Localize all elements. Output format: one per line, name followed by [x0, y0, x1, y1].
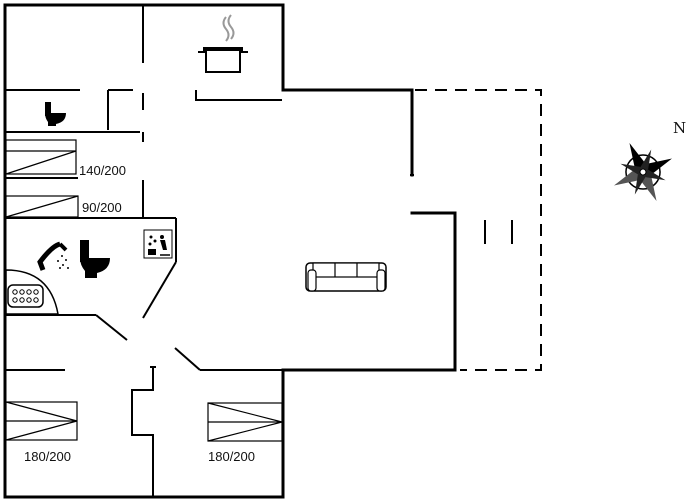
bed-180-right	[207, 402, 283, 442]
sofa-icon	[305, 262, 387, 292]
sauna-icon	[143, 229, 173, 259]
walls	[3, 3, 457, 499]
bed-140	[5, 139, 77, 175]
compass-north-label: N	[673, 119, 686, 137]
bed-size-label: 140/200	[79, 163, 126, 178]
kitchen-pot-icon	[198, 14, 248, 73]
bed-180-left	[5, 401, 78, 441]
jacuzzi-icon	[5, 269, 59, 315]
toilet-icon	[80, 240, 110, 278]
terrace-outline	[415, 89, 542, 371]
compass-rose-icon	[613, 142, 673, 202]
bed-size-label: 180/200	[208, 449, 255, 464]
bed-size-label: 90/200	[82, 200, 122, 215]
toilet-icon	[45, 102, 66, 126]
bed-size-label: 180/200	[24, 449, 71, 464]
bed-90	[5, 195, 79, 218]
shower-icon	[37, 241, 69, 271]
